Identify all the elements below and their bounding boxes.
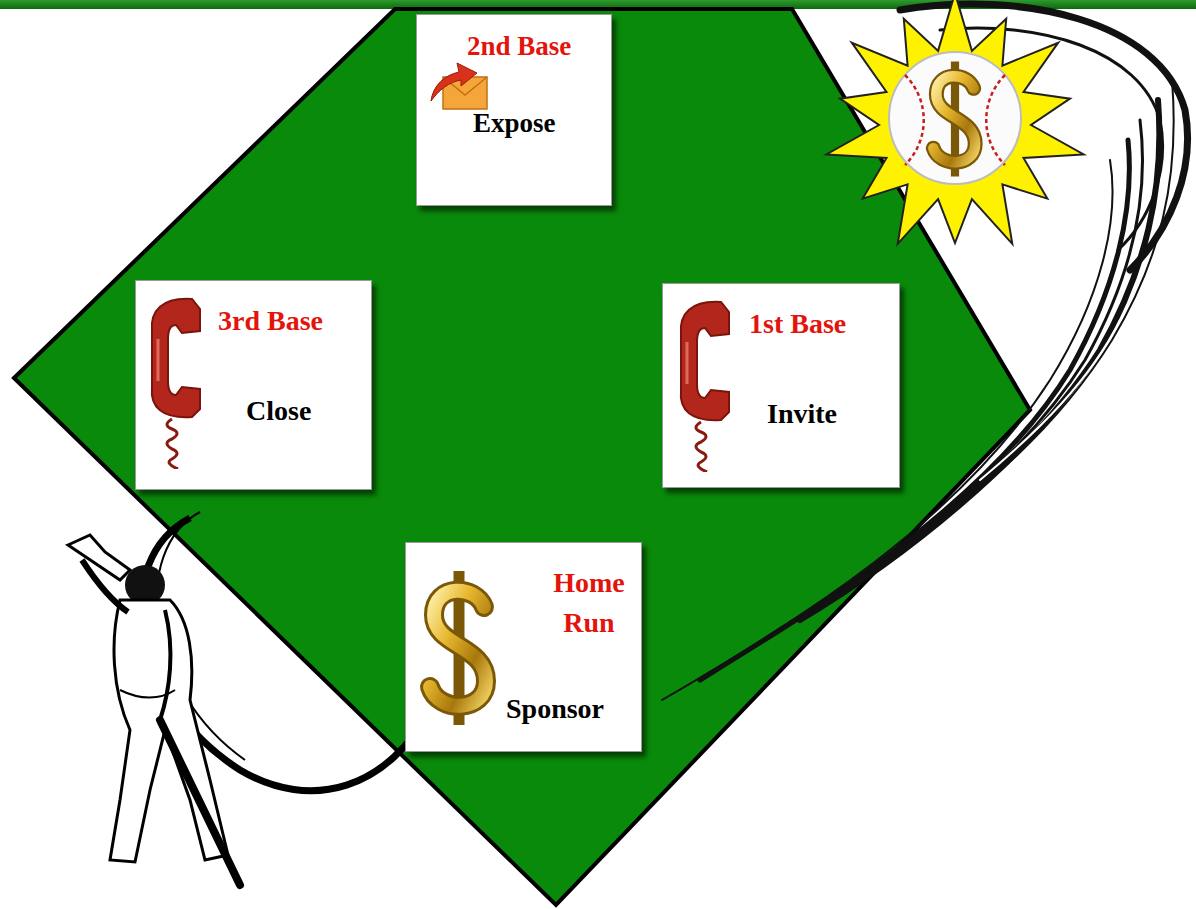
batter-figure: [68, 512, 432, 885]
base-box: Home RunSponsor: [405, 542, 642, 752]
base-title: 2nd Base: [467, 31, 571, 62]
action-label: Sponsor: [506, 693, 604, 725]
base-icon: [142, 289, 210, 469]
base-title: 1st Base: [749, 308, 846, 340]
baseball: [889, 52, 1021, 184]
base-icon: [671, 292, 739, 472]
action-label: Expose: [473, 108, 556, 139]
base-icon: [414, 553, 504, 743]
starburst: [826, 0, 1083, 244]
base-box: 1st BaseInvite: [662, 283, 900, 488]
action-label: Close: [246, 395, 311, 427]
base-icon: [427, 55, 489, 115]
base-title: Home Run: [544, 563, 634, 643]
action-label: Invite: [767, 398, 837, 430]
base-box: 2nd BaseExpose: [416, 14, 612, 206]
ball-trail: [662, 4, 1188, 700]
base-box: 3rd BaseClose: [135, 280, 372, 490]
base-title: 3rd Base: [218, 305, 323, 337]
